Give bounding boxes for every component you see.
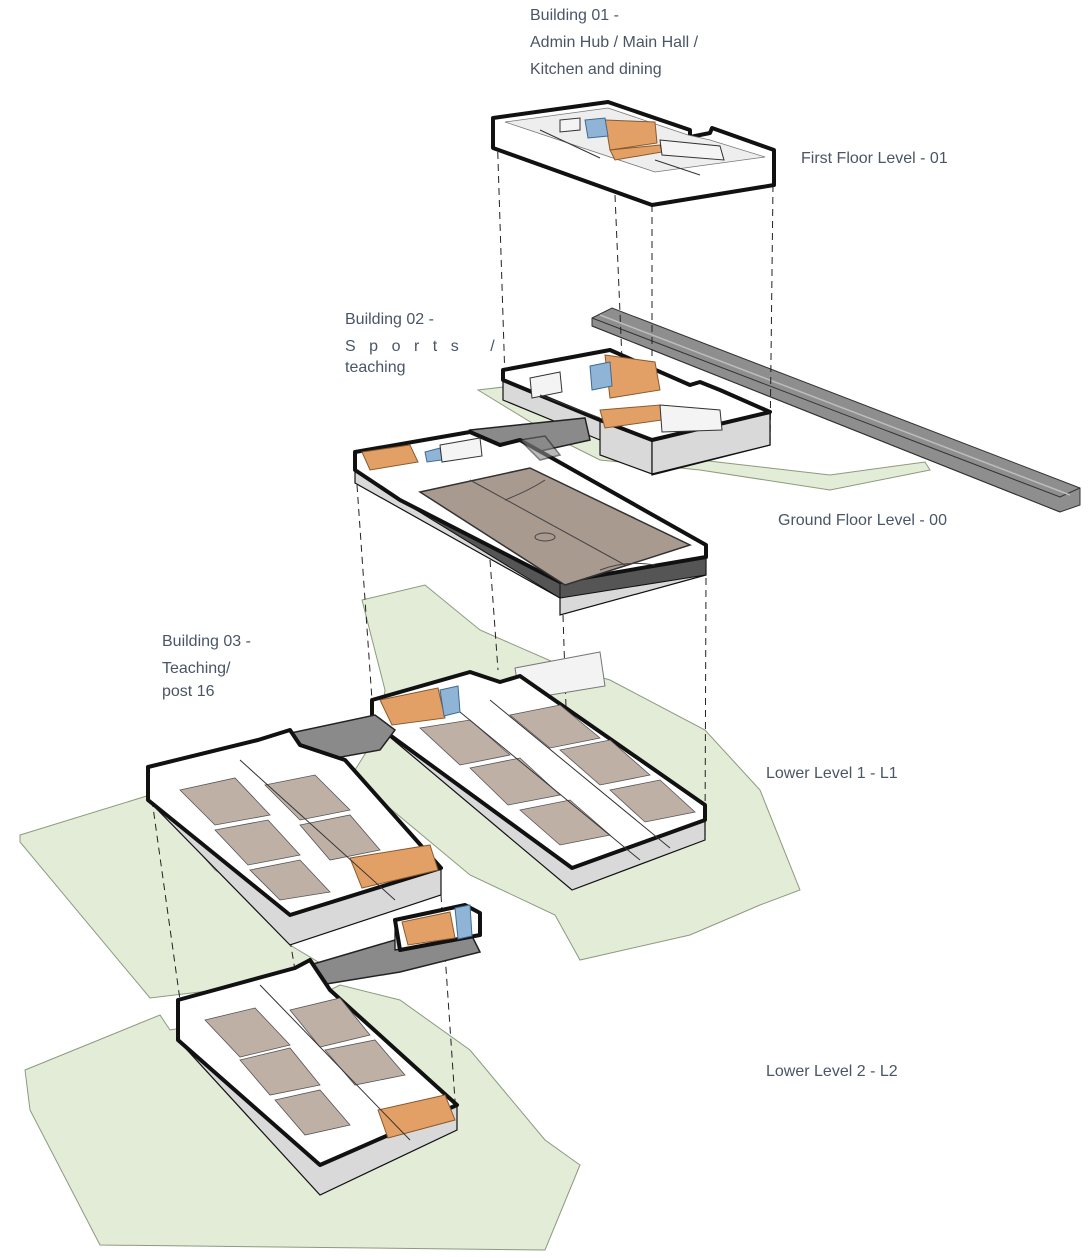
- building-02-label-line-2: Sports /: [345, 338, 509, 355]
- building-03-label: Building 03 - Teaching/ post 16: [162, 628, 251, 705]
- building-03-label-line-1: Building 03 -: [162, 633, 251, 650]
- building-03-label-line-2: Teaching/: [162, 660, 231, 677]
- building-03-lower-1-left: [146, 714, 443, 946]
- building-03-label-line-3: post 16: [162, 683, 215, 700]
- building-02-label-line-3: teaching: [345, 359, 406, 376]
- building-03-lower-2: [176, 903, 482, 1196]
- building-01-label: Building 01 - Admin Hub / Main Hall / Ki…: [530, 2, 698, 83]
- building-02-ground-floor: [353, 417, 708, 616]
- building-01-label-line-2: Admin Hub / Main Hall /: [530, 34, 699, 51]
- building-01-label-line-1: Building 01 -: [530, 7, 619, 24]
- building-01-label-line-3: Kitchen and dining: [530, 61, 662, 78]
- building-03-lower-1-right: [370, 651, 707, 891]
- access-ramp: [591, 307, 1081, 513]
- level-label-lower-1: Lower Level 1 - L1: [766, 765, 898, 782]
- level-label-lower-2: Lower Level 2 - L2: [766, 1063, 898, 1080]
- level-label-first-floor: First Floor Level - 01: [801, 150, 948, 167]
- building-02-label-line-1: Building 02 -: [345, 311, 434, 328]
- building-01-ground-floor: [501, 348, 772, 476]
- building-02-label: Building 02 - Sports / teaching: [345, 306, 508, 381]
- building-01-first-floor: [491, 100, 776, 207]
- level-label-ground-floor: Ground Floor Level - 00: [778, 512, 947, 529]
